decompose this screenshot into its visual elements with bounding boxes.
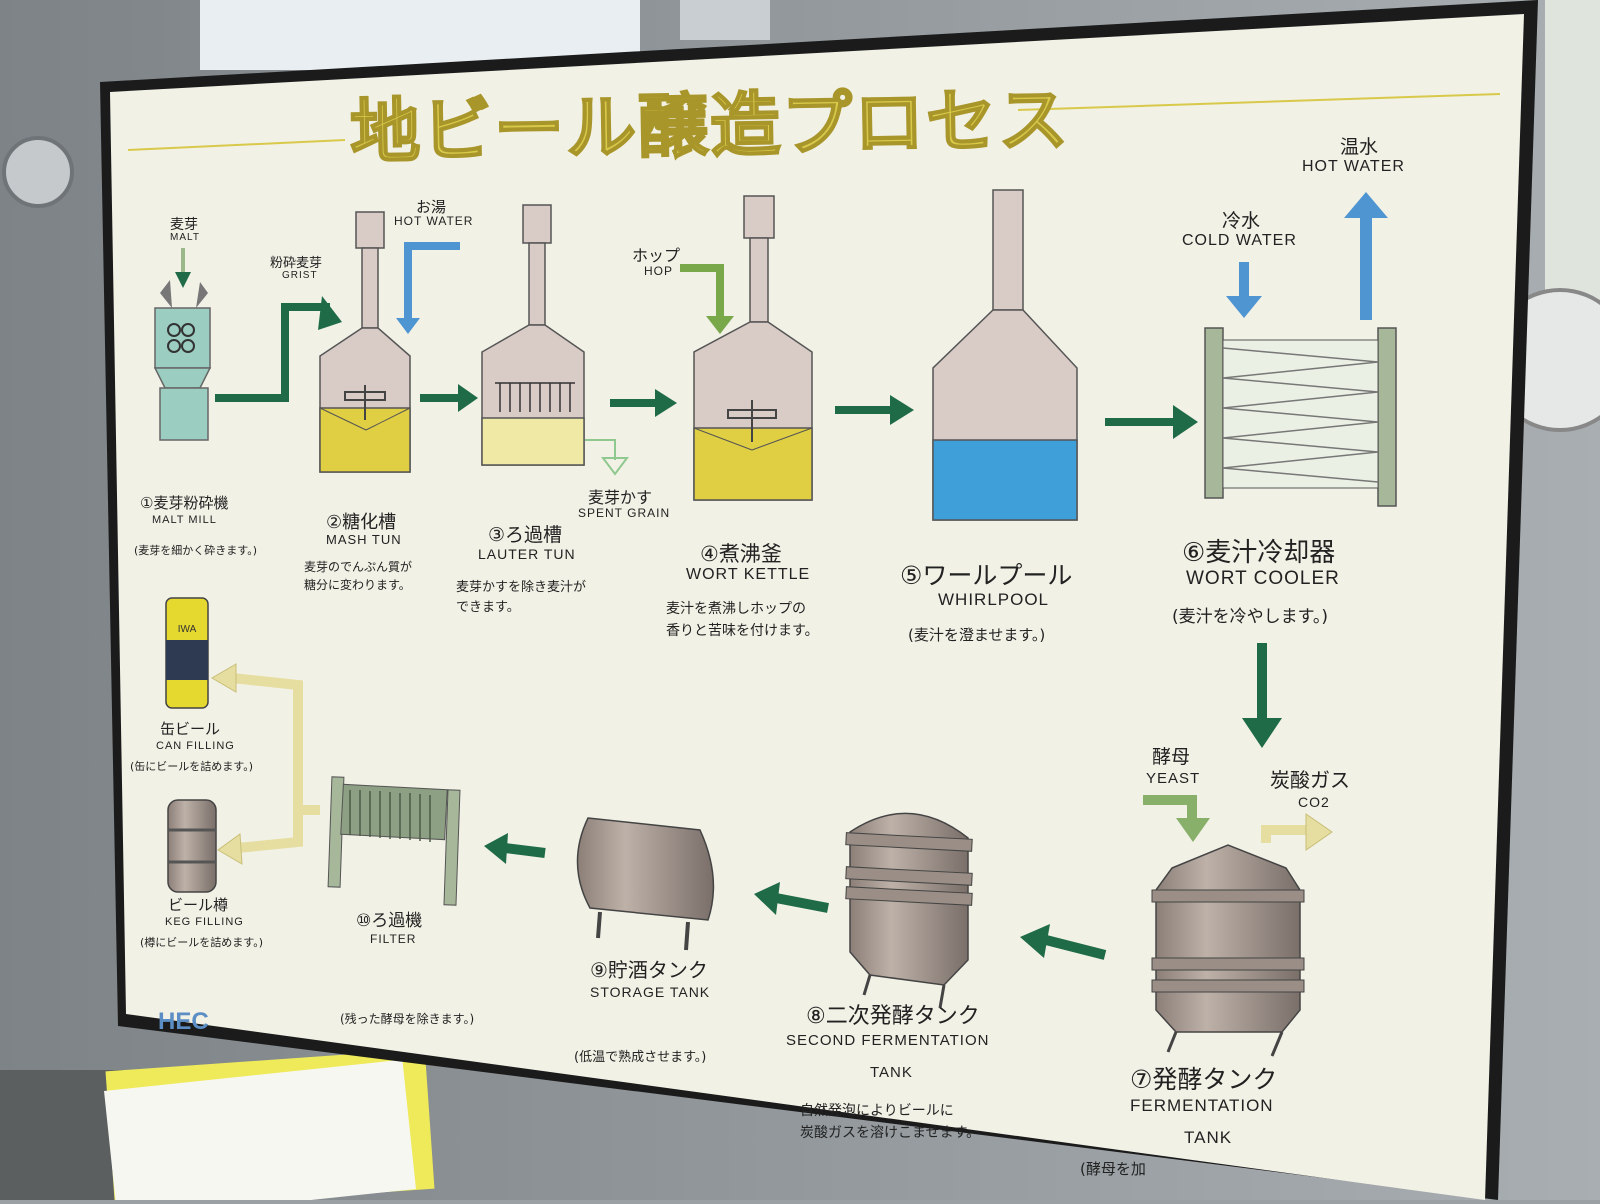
fermentation-tank [1151,844,1305,1057]
step9-name: ⑨貯酒タンク [590,958,708,982]
cold-water-label-en: COLD WATER [1182,232,1297,249]
step8-name-en-2: TANK [870,1064,913,1081]
filter-unit [327,776,461,906]
malt-label: 麦芽 [170,217,198,233]
can-note: (缶にビールを詰めます。) [130,760,253,773]
keg-label-en: KEG FILLING [165,916,244,928]
malt-label-en: MALT [170,232,200,243]
can-label: 缶ビール [160,720,221,738]
step10-note: (残った酵母を除きます。) [340,1012,475,1026]
grist-label: 粉砕麦芽 [270,256,323,271]
cold-water-label: 冷水 [1222,210,1261,232]
step7-name: ⑦発酵タンク [1130,1065,1278,1094]
step2-note-2: 糖分に変わります。 [304,578,411,592]
step6-note: (麦汁を冷やします。) [1172,607,1329,627]
wort-kettle [693,195,813,501]
beer-can: IWA [165,597,209,709]
step10-name-en: FILTER [370,932,417,946]
step8-name: ⑧二次発酵タンク [806,1004,980,1029]
to-keg-arrow [237,805,303,853]
spent-grain-label-en: SPENT GRAIN [578,506,671,520]
step5-name-en: WHIRLPOOL [938,590,1050,609]
arrow-9-10 [504,843,546,858]
hot-water-label-en: HOT WATER [394,214,474,228]
step3-note-2: できます。 [456,600,520,615]
whirlpool-tank [932,189,1078,521]
yeast-label: 酵母 [1152,746,1191,768]
step4-note-2: 香りと苦味を付けます。 [666,623,819,639]
step7-note: (酵母を加 [1080,1160,1146,1178]
spent-grain-label: 麦芽かす [588,488,653,507]
step4-name-en: WORT KETTLE [686,566,811,583]
storage-tank [576,817,715,951]
step7-name-en-1: FERMENTATION [1130,1096,1274,1115]
warm-water-label: 温水 [1340,136,1379,158]
co2-label-en: CO2 [1298,794,1330,810]
hop-label: ホップ [632,246,681,265]
warm-water-label-en: HOT WATER [1302,158,1405,175]
second-fermentation-tank [845,812,973,1009]
paper-card [104,1059,416,1204]
keg-note: (樽にビールを詰めます。) [140,936,263,949]
step9-name-en: STORAGE TANK [590,984,711,1000]
step6-name-en: WORT COOLER [1186,568,1340,589]
hot-water-arrow [404,242,460,320]
keg-label: ビール樽 [168,896,229,914]
window-right [1545,0,1600,300]
step3-note-1: 麦芽かすを除き麦汁が [456,580,587,595]
wort-cooler [1204,327,1397,507]
step1-name: ①麦芽粉砕機 [140,494,229,512]
board-title: 地ビール醸造プロセス [348,78,1071,175]
step2-name: ②糖化槽 [326,512,397,533]
yeast-label-en: YEAST [1146,770,1201,787]
lauter-tun [481,204,585,466]
co2-label: 炭酸ガス [1270,768,1350,792]
co2-arrow [1261,825,1310,843]
maker-logo: HEC [158,1008,209,1035]
step7-name-en-2: TANK [1184,1128,1233,1147]
hot-water-label: お湯 [416,198,447,216]
grist-pipe [215,303,330,402]
step2-note-1: 麦芽のでんぷん質が [304,560,413,574]
can-label-en: CAN FILLING [156,740,235,752]
step9-note: (低温で熟成させます。) [574,1050,707,1065]
step1-note: (麦芽を細かく砕きます。) [134,544,257,557]
beer-keg [167,799,217,893]
svg-text:IWA: IWA [178,624,197,635]
step5-note: (麦汁を澄ませます。) [908,626,1046,644]
grist-label-en: GRIST [282,270,318,281]
arrow-7-8 [1044,935,1107,960]
hop-arrow [680,264,724,318]
spent-grain-arrow [601,457,629,476]
yeast-arrow [1143,795,1197,822]
step1-name-en: MALT MILL [152,514,217,526]
mash-tun [319,211,411,473]
step4-name: ④煮沸釜 [700,542,782,566]
step8-note-1: 自然発泡によりビールに [800,1103,954,1119]
step8-name-en-1: SECOND FERMENTATION [786,1032,990,1049]
step3-name: ③ろ過槽 [488,524,563,546]
tank-valve [2,136,74,208]
step4-note-1: 麦汁を煮沸しホップの [666,601,806,617]
step3-name-en: LAUTER TUN [478,546,576,562]
step6-name: ⑥麦汁冷却器 [1182,538,1336,568]
step5-name: ⑤ワールプール [900,561,1073,590]
hop-label-en: HOP [644,264,674,278]
step2-name-en: MASH TUN [326,532,402,547]
malt-mill [153,280,212,441]
arrow-8-9 [775,893,829,913]
step8-note-2: 炭酸ガスを溶けこませます。 [800,1125,981,1141]
to-can-arrow [231,673,320,815]
step10-name: ⑩ろ過機 [356,911,423,931]
